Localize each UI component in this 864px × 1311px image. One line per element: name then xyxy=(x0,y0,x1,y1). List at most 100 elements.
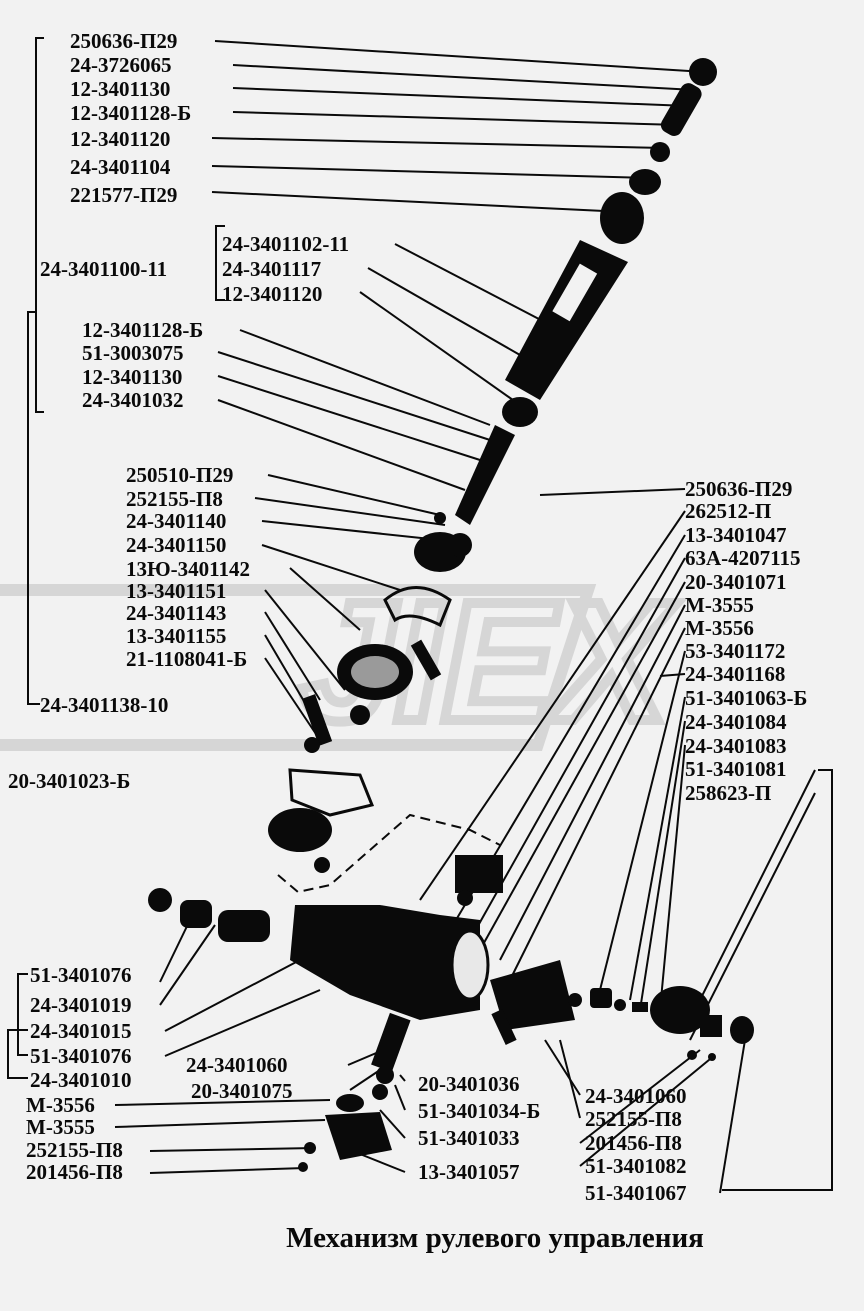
part-label: 201456-П8 xyxy=(26,1160,123,1184)
part-label: 51-3401067 xyxy=(585,1181,687,1205)
lower-cover xyxy=(325,1112,392,1160)
group-bracket xyxy=(35,37,44,413)
part-label: 51-3401063-Б xyxy=(685,686,808,710)
leader-line xyxy=(499,604,686,961)
bearing xyxy=(629,169,661,195)
seal-ring xyxy=(148,888,172,912)
leader-line xyxy=(211,191,626,213)
washer xyxy=(650,142,670,162)
watermark-frame xyxy=(0,584,597,751)
group-bracket xyxy=(17,973,28,1056)
end-cover xyxy=(650,986,710,1034)
part-label: 12-3401120 xyxy=(222,282,323,306)
part-label: 13-3401155 xyxy=(126,624,227,648)
part-label: М-3556 xyxy=(685,616,754,640)
part-label: 252155-П8 xyxy=(585,1107,682,1131)
part-label: 13-3401151 xyxy=(126,579,227,603)
leader-line xyxy=(254,497,446,526)
part-label: 12-3401130 xyxy=(70,77,171,101)
part-label: 12-3401130 xyxy=(82,365,183,389)
leader-line xyxy=(114,1119,326,1128)
output-shaft xyxy=(490,960,575,1030)
housing-bore xyxy=(450,929,490,1001)
leader-line xyxy=(267,474,441,516)
joint-cap xyxy=(448,533,472,557)
part-label: 12-3401120 xyxy=(70,127,171,151)
cover-bolt xyxy=(457,890,473,906)
part-label: 24-3401015 xyxy=(30,1019,132,1043)
bolt-long xyxy=(301,694,333,746)
part-label: 12-3401128-Б xyxy=(82,318,204,342)
gear-inner xyxy=(351,656,399,688)
leader-line xyxy=(114,1099,331,1106)
part-label: 63А-4207115 xyxy=(685,546,801,570)
part-label: 51-3401082 xyxy=(585,1154,687,1178)
valve-body xyxy=(268,808,332,852)
small-washer xyxy=(614,999,626,1011)
part-label: 20-3401075 xyxy=(191,1079,293,1103)
leader-line xyxy=(659,744,686,1011)
part-label: 221577-П29 xyxy=(70,183,178,207)
group-bracket xyxy=(7,1029,28,1079)
leader-line xyxy=(579,1049,701,1144)
part-label: 51-3401033 xyxy=(418,1126,520,1150)
cap xyxy=(730,1016,754,1044)
part-label: М-3555 xyxy=(26,1115,95,1139)
assembly-label: 24-3401100-11 xyxy=(40,257,168,281)
leader-line xyxy=(359,291,521,406)
plug xyxy=(350,705,370,725)
diagram-caption: Механизм рулевого управления xyxy=(286,1222,704,1254)
part-label: 20-3401071 xyxy=(685,570,787,594)
leader-line xyxy=(579,1054,716,1167)
part-label: 51-3401076 xyxy=(30,1044,132,1068)
leader-line xyxy=(264,657,321,741)
part-label: 250636-П29 xyxy=(685,477,793,501)
leader-line xyxy=(559,1039,581,1119)
leader-line xyxy=(164,989,321,1057)
roller xyxy=(180,900,212,928)
leader-line xyxy=(639,720,686,1011)
lower-washer xyxy=(298,1162,308,1172)
bushing xyxy=(502,397,538,427)
pin xyxy=(410,639,442,681)
part-label: 24-3401060 xyxy=(186,1053,288,1077)
part-label: 51-3401081 xyxy=(685,757,787,781)
part-label: 252155-П8 xyxy=(126,487,223,511)
leader-line xyxy=(232,111,681,126)
leader-line xyxy=(159,924,216,1006)
part-label: 53-3401172 xyxy=(685,639,786,663)
leader-line xyxy=(289,567,361,631)
leader-line xyxy=(232,87,689,107)
top-cover xyxy=(455,855,503,893)
part-label: 24-3726065 xyxy=(70,53,172,77)
leader-line xyxy=(394,1084,406,1111)
part-label: 24-3401010 xyxy=(30,1068,132,1092)
leader-line xyxy=(539,488,686,496)
part-label: 24-3401084 xyxy=(685,710,787,734)
flange-plate xyxy=(383,586,452,628)
assembly-label: 24-3401138-10 xyxy=(40,693,169,717)
ball-nut xyxy=(689,58,717,86)
part-label: 51-3003075 xyxy=(82,341,184,365)
valve-nut xyxy=(314,857,330,873)
lower-ring xyxy=(376,1066,394,1084)
lower-bolt xyxy=(304,1142,316,1154)
group-bracket xyxy=(27,311,40,705)
leader-line xyxy=(719,1039,746,1194)
lower-shaft xyxy=(371,1012,411,1073)
dashed-outline xyxy=(277,813,501,894)
part-label: 24-3401019 xyxy=(30,993,132,1017)
part-label: 20-3401023-Б xyxy=(8,769,131,793)
part-label: М-3556 xyxy=(26,1093,95,1117)
part-label: М-3555 xyxy=(685,593,754,617)
leader-line xyxy=(264,589,346,691)
leader-line xyxy=(211,165,651,179)
leader-line xyxy=(149,1167,306,1174)
part-label: 24-3401083 xyxy=(685,734,787,758)
part-label: 24-3401168 xyxy=(685,662,786,686)
leader-line xyxy=(214,40,706,73)
leader-line xyxy=(367,267,521,356)
leader-line xyxy=(261,520,441,541)
